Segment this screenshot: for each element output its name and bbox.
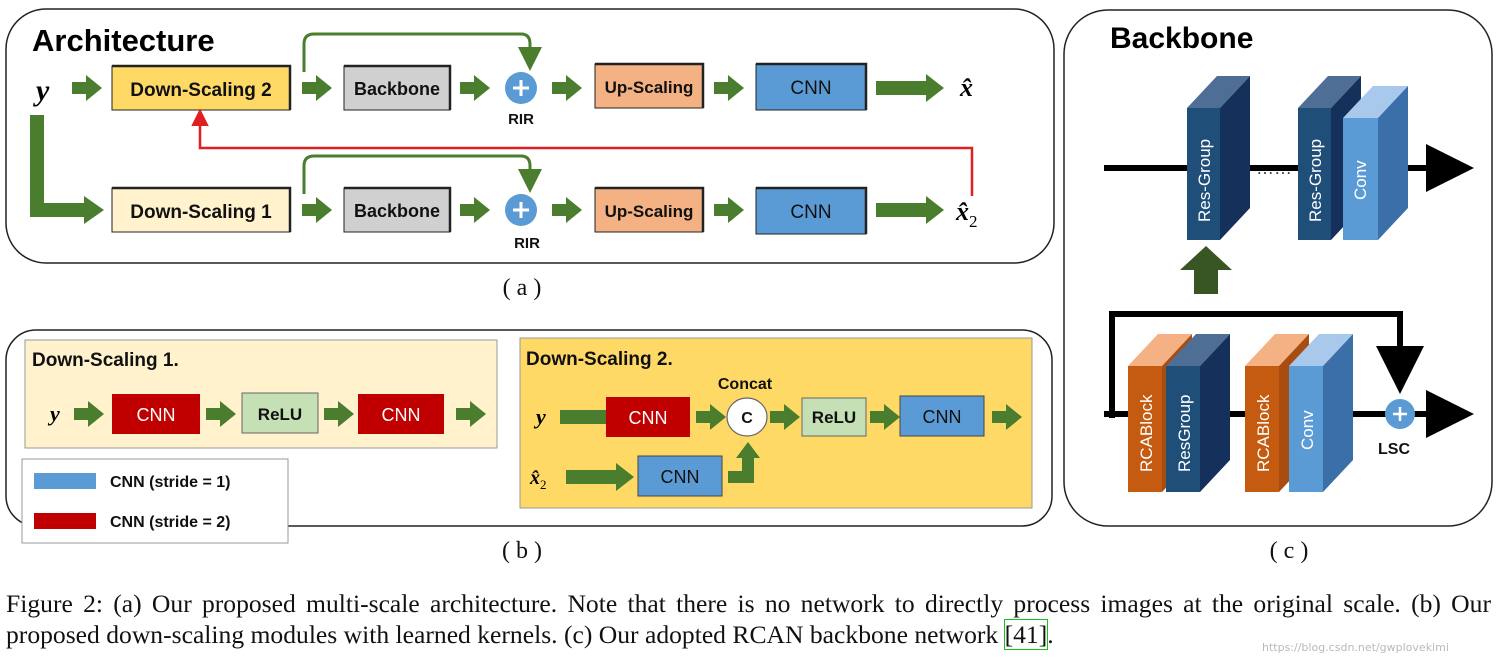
diagram-canvas: Architecture y Down-Scaling 2 Backbone R… (5, 8, 1493, 564)
relu-box (241, 392, 319, 434)
cnn-stride2-box (358, 394, 444, 434)
cnn-label: CNN (661, 467, 700, 487)
cnn-label: CNN (382, 405, 421, 425)
cnn-label: CNN (790, 202, 831, 223)
output-x-hat-2: x̂2 (955, 197, 978, 231)
conv-label: Conv (1298, 410, 1317, 450)
skip-connection (302, 32, 542, 72)
panel-a-label: ( a ) (503, 275, 542, 301)
ellipsis-dots: …… (1256, 158, 1292, 178)
cnn-box (755, 63, 867, 111)
up-arrow (1180, 246, 1232, 294)
conv-block-top: Conv (1343, 86, 1408, 240)
output-x-hat: x̂ (959, 73, 973, 102)
ds2-input-x2: x̂2 (529, 467, 547, 492)
cnn-label: CNN (923, 407, 962, 427)
cnn-stride2-box (112, 394, 200, 434)
legend-swatch-blue (34, 473, 96, 489)
branch-arrow (30, 115, 84, 217)
figure-caption: Figure 2: (a) Our proposed multi-scale a… (6, 588, 1491, 650)
panel-a: Architecture y Down-Scaling 2 Backbone R… (5, 8, 1055, 301)
backbone-label: Backbone (354, 201, 440, 221)
caption-end: . (1047, 620, 1054, 649)
rir-label: RIR (508, 111, 534, 128)
up-scaling-label: Up-Scaling (605, 78, 694, 97)
cnn-label: CNN (790, 78, 831, 99)
lsc-label: LSC (1378, 441, 1410, 458)
concat-symbol: C (741, 410, 753, 427)
rcablock-label: RCABlock (1254, 394, 1273, 472)
relu-box (801, 397, 867, 437)
rir-label: RIR (514, 235, 540, 252)
watermark: https://blog.csdn.net/gwplovekimi (1262, 641, 1449, 654)
architecture-title: Architecture (32, 23, 215, 58)
rcablock-label: RCABlock (1137, 394, 1156, 472)
panel-b-label: ( b ) (502, 538, 542, 564)
conv-block-bottom: Conv (1289, 334, 1353, 492)
res-group-block-1: Res-Group (1187, 76, 1250, 240)
cnn-stride1-box (899, 395, 985, 437)
down-scaling-2-box (111, 65, 291, 111)
panel-c: Backbone Res-Group …… Res-Group Conv (1063, 9, 1493, 564)
cnn-box (755, 187, 867, 235)
cnn-stride2-box (606, 397, 690, 437)
up-scaling-label: Up-Scaling (605, 202, 694, 221)
panel-b: Down-Scaling 1. y CNN ReLU CNN CNN (stri… (5, 329, 1053, 564)
backbone-label: Backbone (354, 79, 440, 99)
legend-label-red: CNN (stride = 2) (110, 514, 230, 531)
ds2-input-y: y (533, 404, 546, 429)
down-scaling-1-label: Down-Scaling 1 (130, 202, 272, 223)
legend-label-blue: CNN (stride = 1) (110, 474, 230, 491)
backbone-title: Backbone (1110, 22, 1253, 55)
down-scaling-2-label: Down-Scaling 2 (130, 80, 271, 101)
backbone-box (343, 187, 451, 233)
up-scaling-box (594, 187, 704, 233)
panel-c-label: ( c ) (1270, 538, 1309, 564)
long-skip-connection (1109, 311, 1424, 418)
feedback-line (191, 108, 974, 196)
resgroup-label: ResGroup (1175, 395, 1194, 472)
ds1-title: Down-Scaling 1. (32, 350, 179, 371)
ds1-input-y: y (47, 401, 60, 426)
concat-label: Concat (718, 376, 773, 393)
citation-link[interactable]: [41] (1003, 619, 1049, 650)
up-scaling-box (594, 63, 704, 109)
conv-label: Conv (1351, 160, 1370, 200)
relu-label: ReLU (812, 408, 856, 427)
ds2-title: Down-Scaling 2. (526, 349, 673, 370)
skip-connection (302, 154, 542, 194)
cnn-label: CNN (629, 408, 668, 428)
arrow (728, 458, 754, 483)
input-y: y (33, 74, 50, 107)
resgroup-block: ResGroup (1166, 334, 1230, 492)
legend-swatch-red (34, 513, 96, 529)
res-group-label: Res-Group (1195, 139, 1214, 222)
cnn-label: CNN (137, 405, 176, 425)
caption-text: Figure 2: (a) Our proposed multi-scale a… (6, 589, 1491, 649)
cnn-stride1-box (637, 455, 723, 497)
res-group-label: Res-Group (1306, 139, 1325, 222)
relu-label: ReLU (258, 405, 302, 424)
concat-node (726, 397, 768, 437)
